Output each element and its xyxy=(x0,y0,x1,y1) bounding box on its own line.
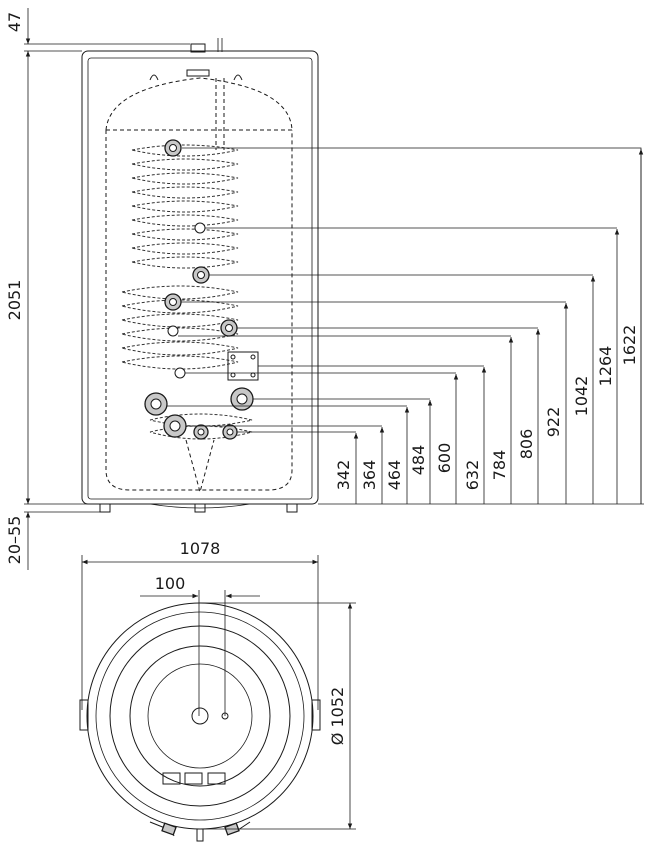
dim-label-47: 47 xyxy=(5,12,24,32)
bottom-connector-left-body xyxy=(161,822,177,836)
side-view: 47 2051 20–55 342 364 464 484 600 632 78… xyxy=(5,8,644,570)
top-rod xyxy=(217,38,223,52)
dim-label-1078: 1078 xyxy=(180,539,221,558)
insulation-circle xyxy=(109,625,291,807)
service-flange xyxy=(227,351,259,381)
top-fitting xyxy=(190,43,206,53)
ports xyxy=(144,139,254,440)
port-height-dimensions xyxy=(167,147,644,504)
foot-left xyxy=(99,503,111,513)
front-box-2 xyxy=(184,772,203,785)
dim-label-20-55: 20–55 xyxy=(5,516,24,565)
dim-label-784: 784 xyxy=(490,450,509,481)
shell-inner-circle xyxy=(95,611,305,821)
dim-label-2051: 2051 xyxy=(5,280,24,321)
dim-label-342: 342 xyxy=(334,460,353,491)
dim-label-364: 364 xyxy=(360,460,379,491)
dim-label-484: 484 xyxy=(409,445,428,476)
dim-label-632: 632 xyxy=(463,460,482,491)
bottom-coil-1 xyxy=(149,413,253,427)
outer-shell-circle xyxy=(86,602,314,830)
top-lugs xyxy=(149,74,243,81)
vessel-circle xyxy=(129,645,271,787)
lower-coil xyxy=(121,285,239,370)
port-632 xyxy=(174,367,186,379)
dome-circle xyxy=(147,663,253,769)
front-box-3 xyxy=(207,772,226,785)
upper-coil xyxy=(131,144,239,269)
dim-label-806: 806 xyxy=(517,429,536,460)
anode-pipe xyxy=(215,78,225,150)
vessel-dome xyxy=(105,77,293,131)
side-tab-left xyxy=(79,699,89,731)
dim-label-922: 922 xyxy=(544,407,563,438)
port-1264 xyxy=(194,222,206,234)
dim-label-600: 600 xyxy=(435,443,454,474)
dim-label-1622: 1622 xyxy=(620,325,639,366)
dim-label-diameter: Ø 1052 xyxy=(328,687,347,745)
dim-label-1042: 1042 xyxy=(572,376,591,417)
dim-label-100: 100 xyxy=(155,574,186,593)
side-tab-right xyxy=(311,699,321,731)
dim-label-1264: 1264 xyxy=(596,346,615,387)
offset-fitting xyxy=(221,712,229,720)
bottom-stub xyxy=(196,828,204,842)
top-boss xyxy=(186,69,210,77)
bottom-cone xyxy=(185,439,215,494)
port-784 xyxy=(167,325,179,337)
center-fitting xyxy=(191,707,209,725)
foot-right xyxy=(286,503,298,513)
top-view: 1078 100 Ø 1052 xyxy=(79,539,356,842)
dim-label-464: 464 xyxy=(385,460,404,491)
front-box-1 xyxy=(162,772,181,785)
base-curve xyxy=(149,503,251,509)
tank-insulation xyxy=(87,57,313,500)
